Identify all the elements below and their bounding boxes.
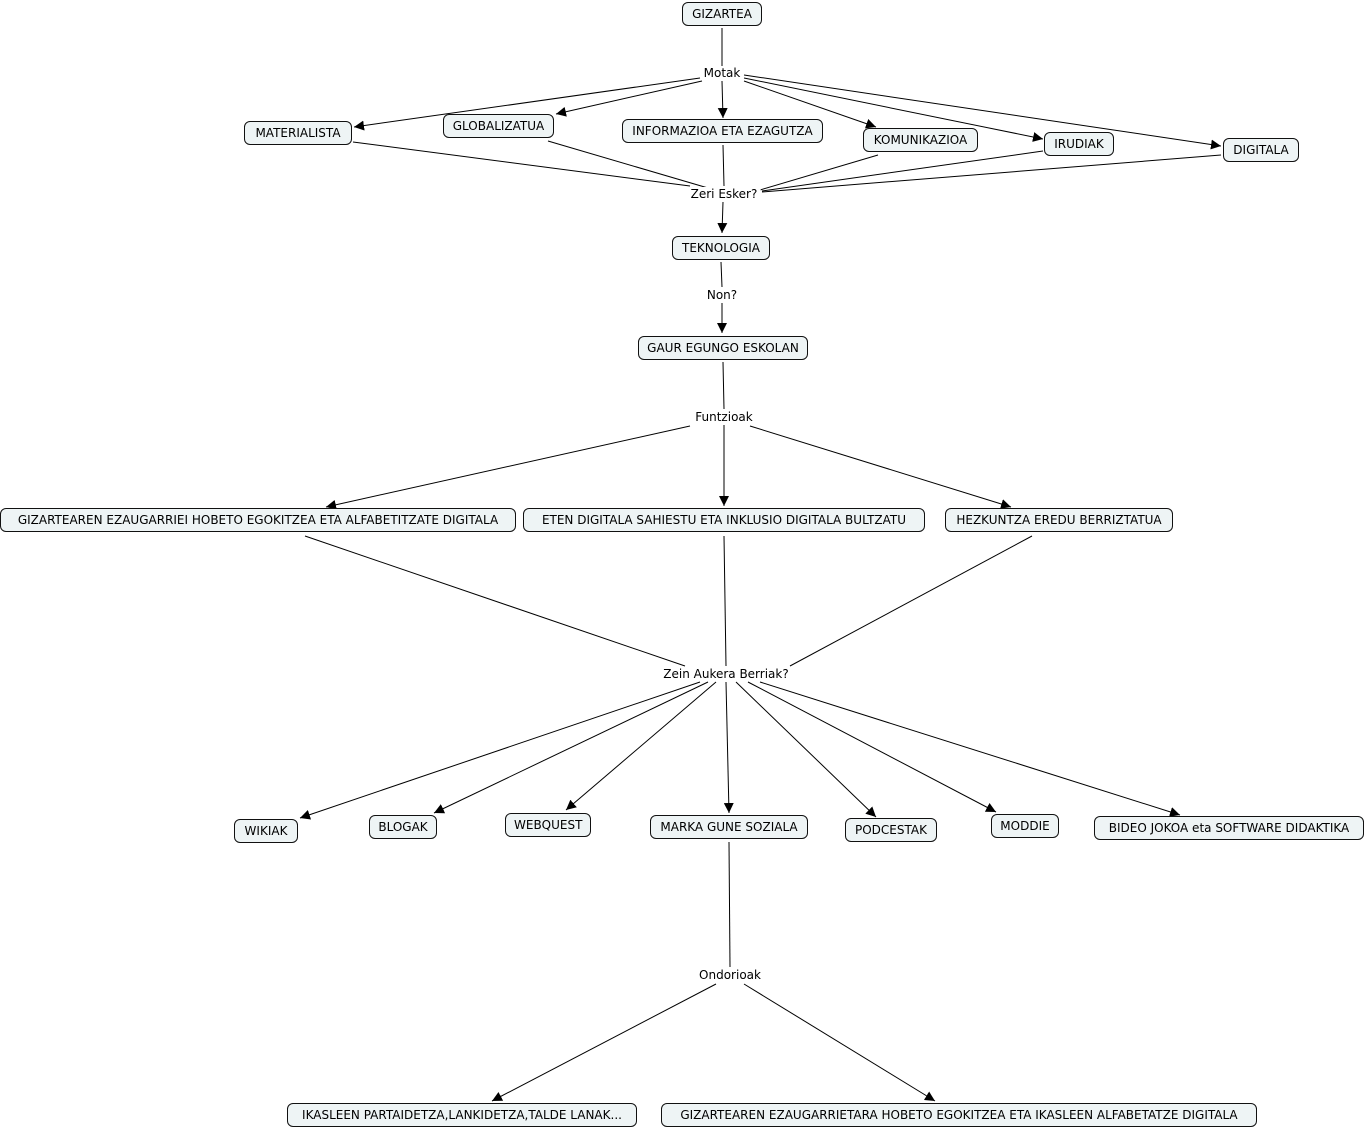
arrow-motak-komunikazioa — [743, 80, 877, 129]
concept-hezkuntza-eredu-berriztatua[interactable]: HEZKUNTZA EREDU BERRIZTATUA — [945, 508, 1173, 532]
arrow-ondorioak-ikasleen — [491, 983, 717, 1102]
line-komunikazioa-zeri-esker — [759, 154, 879, 191]
concept-ikasleen-partaidetza[interactable]: IKASLEEN PARTAIDETZA,LANKIDETZA,TALDE LA… — [287, 1103, 637, 1127]
arrow-ondorioak-gizartearen — [743, 983, 936, 1102]
concept-digitala[interactable]: DIGITALA — [1223, 138, 1299, 162]
concept-webquest[interactable]: WEBQUEST — [505, 813, 591, 837]
linking-phrase-ondorioak[interactable]: Ondorioak — [696, 968, 764, 982]
line-marka-ondorioak — [728, 841, 731, 968]
concept-eten-digitala-sahiestu[interactable]: ETEN DIGITALA SAHIESTU ETA INKLUSIO DIGI… — [523, 508, 925, 532]
concept-moddie[interactable]: MODDIE — [991, 814, 1059, 838]
concept-podcestak[interactable]: PODCESTAK — [845, 818, 937, 842]
arrow-motak-irudiak — [743, 77, 1044, 142]
line-digitala-zeri-esker — [761, 154, 1222, 193]
arrow-zein-aukera-marka — [723, 681, 734, 814]
concept-irudiak[interactable]: IRUDIAK — [1044, 132, 1114, 156]
arrow-motak-digitala — [743, 74, 1222, 150]
concept-gaur-egungo-eskolan[interactable]: GAUR EGUNGO ESKOLAN — [638, 336, 808, 360]
concept-marka-gune-soziala[interactable]: MARKA GUNE SOZIALA — [650, 815, 808, 839]
linking-phrase-motak[interactable]: Motak — [700, 66, 744, 80]
line-hezkuntza-zein-aukera — [789, 535, 1033, 667]
line-informazioa-zeri-esker — [722, 144, 725, 187]
arrow-zein-aukera-blogak — [433, 681, 709, 814]
line-gaur-funtzioak — [722, 361, 725, 410]
concept-komunikazioa[interactable]: KOMUNIKAZIOA — [863, 128, 978, 152]
arrow-zein-aukera-wikiak — [299, 681, 701, 820]
arrow-zein-aukera-bideo — [759, 681, 1181, 817]
line-teknologia-non — [720, 261, 723, 288]
concept-wikiak[interactable]: WIKIAK — [234, 819, 298, 843]
linking-phrase-funtzioak[interactable]: Funtzioak — [692, 410, 756, 424]
concept-materialista[interactable]: MATERIALISTA — [244, 121, 352, 145]
arrow-zein-aukera-moddie — [747, 681, 997, 813]
concept-gizartearen-ezaugarriei-hobeto-egokitzea[interactable]: GIZARTEAREN EZAUGARRIEI HOBETO EGOKITZEA… — [0, 508, 516, 532]
line-irudiak-zeri-esker — [761, 150, 1044, 192]
arrow-zeri-esker-teknologia — [717, 201, 728, 234]
linking-phrase-non[interactable]: Non? — [703, 288, 741, 302]
concept-teknologia[interactable]: TEKNOLOGIA — [672, 236, 770, 260]
line-materialista-zeri-esker — [352, 141, 691, 187]
concept-globalizatua[interactable]: GLOBALIZATUA — [443, 114, 554, 138]
arrow-zein-aukera-podcestak — [735, 681, 877, 818]
concept-gizartea[interactable]: GIZARTEA — [682, 2, 762, 26]
arrow-motak-materialista — [353, 77, 701, 131]
arrow-zein-aukera-webquest — [565, 681, 717, 811]
arrow-funtzioak-gizartearen — [325, 425, 691, 510]
concept-blogak[interactable]: BLOGAK — [369, 815, 437, 839]
linking-phrase-zeri-esker[interactable]: Zeri Esker? — [687, 187, 761, 201]
arrow-motak-informazioa — [717, 80, 728, 119]
line-gizartearen-zein-aukera — [304, 535, 686, 667]
concept-informazioa-eta-ezagutza[interactable]: INFORMAZIOA ETA EZAGUTZA — [622, 119, 823, 143]
concept-gizartearen-ezaugarrietara-hobeto-egokitzea[interactable]: GIZARTEAREN EZAUGARRIETARA HOBETO EGOKIT… — [661, 1103, 1257, 1127]
concept-bideo-jokoa-eta-software-didaktika[interactable]: BIDEO JOKOA eta SOFTWARE DIDAKTIKA — [1094, 816, 1364, 840]
arrow-motak-globalizatua — [555, 80, 703, 117]
line-eten-zein-aukera — [723, 535, 727, 667]
arrow-funtzioak-hezkuntza — [749, 425, 1012, 509]
linking-phrase-zein-aukera-berriak[interactable]: Zein Aukera Berriak? — [660, 667, 792, 681]
line-globalizatua-zeri-esker — [547, 140, 709, 189]
